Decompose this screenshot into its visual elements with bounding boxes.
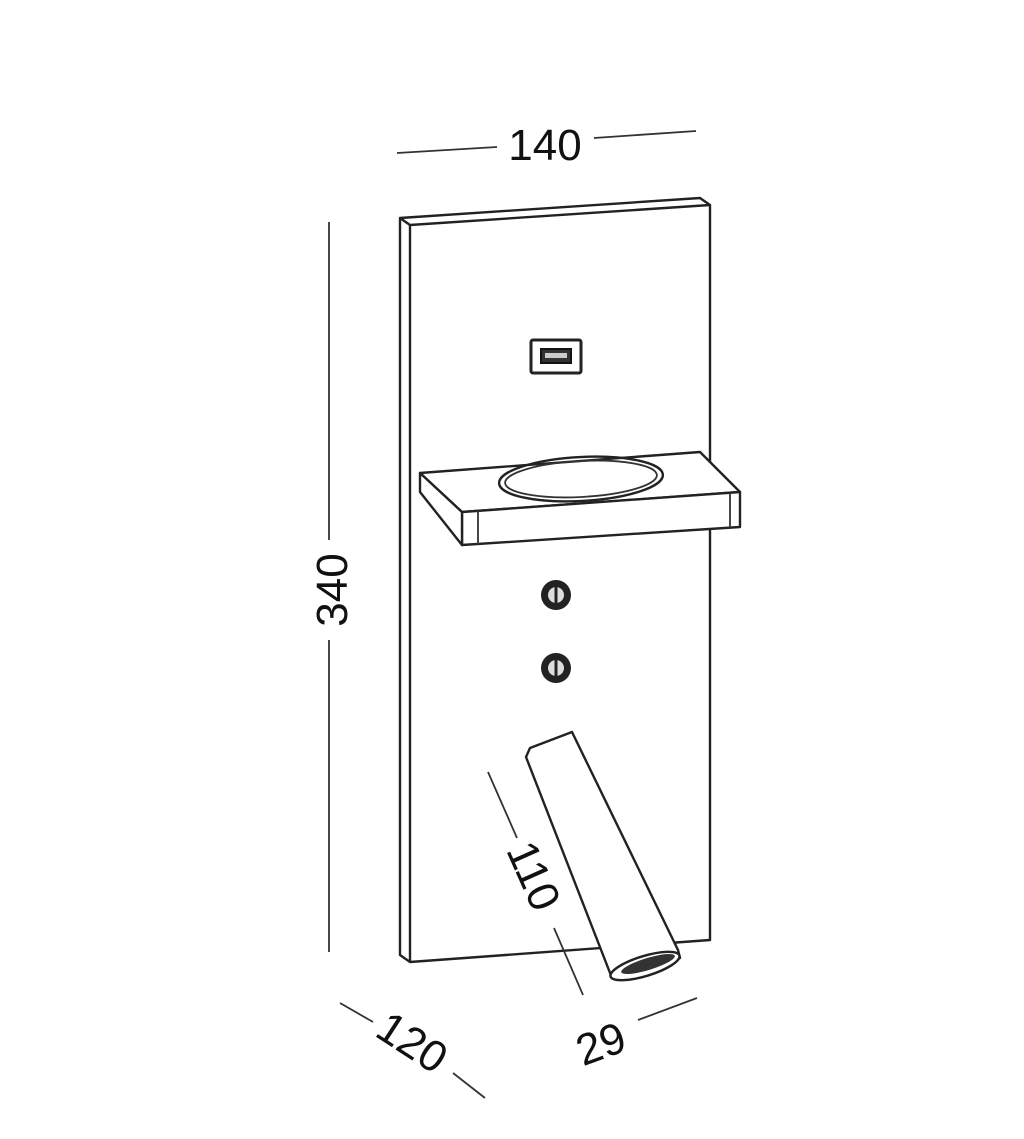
depth-label: 120 [368, 1002, 456, 1083]
dimension-height: 340 [308, 222, 357, 952]
dimension-depth: 120 [339, 1002, 486, 1099]
reading-lamp-arm [524, 730, 682, 982]
height-label: 340 [308, 553, 357, 626]
dimension-width: 140 [396, 121, 697, 170]
arm-diameter-label: 29 [570, 1013, 633, 1076]
switch-button-2 [541, 653, 571, 683]
dimension-arm-diameter: 29 [570, 997, 698, 1076]
switch-button-1 [541, 580, 571, 610]
width-label: 140 [508, 121, 581, 170]
back-plate [398, 196, 712, 964]
usb-port-icon [529, 338, 583, 375]
wireless-charging-shelf [418, 450, 742, 547]
